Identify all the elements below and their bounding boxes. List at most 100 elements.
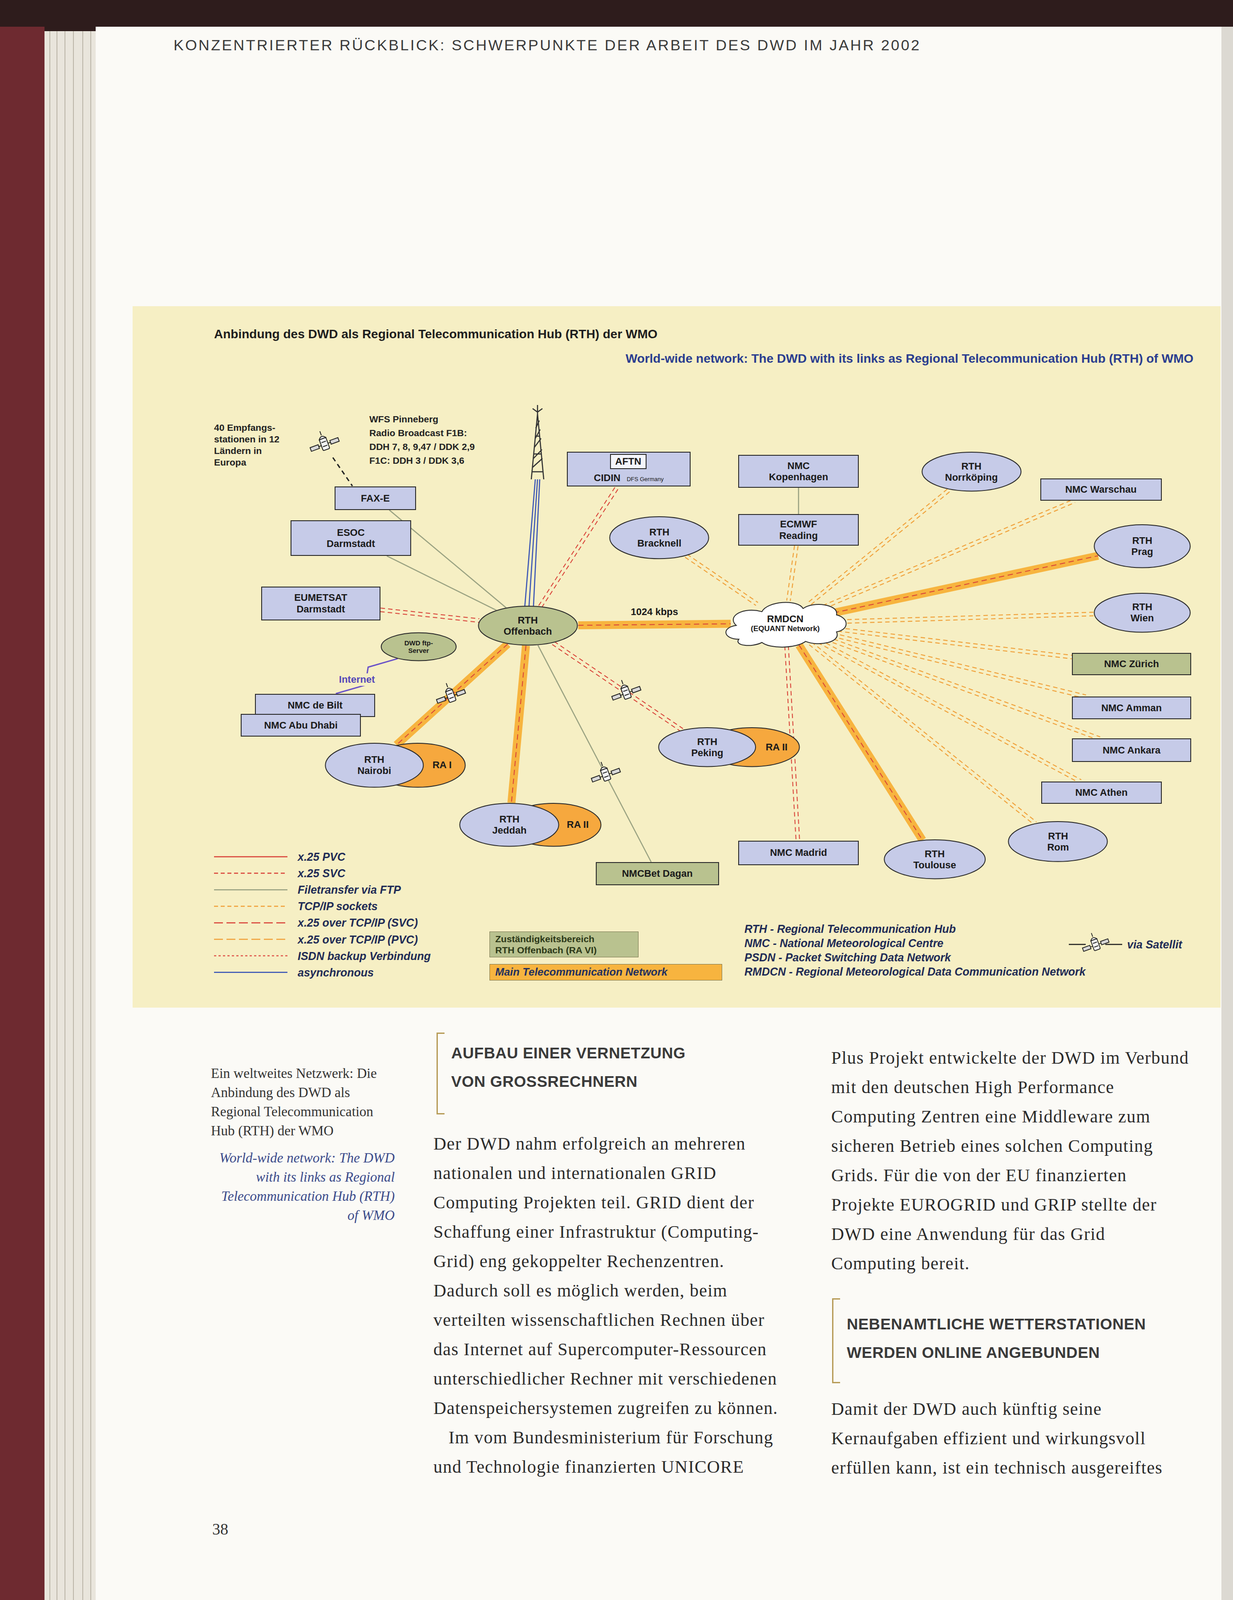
ellipse-shape xyxy=(921,452,1021,492)
node-text-group: DWD ftp-Server xyxy=(396,638,441,655)
station-box: ESOC Darmstadt xyxy=(290,520,411,556)
station-box: NMC Ankara xyxy=(1071,738,1192,762)
ellipse-shape xyxy=(1008,821,1108,862)
connector-line xyxy=(553,641,683,729)
legend-item: x.25 PVC xyxy=(297,849,346,864)
page-stack xyxy=(44,31,96,1600)
section-heading: NEBENAMTLICHE WETTERSTATIONEN WERDEN ONL… xyxy=(846,1309,1185,1367)
node-text-group: ECMWF Reading xyxy=(779,518,819,542)
station-box: FAX-E xyxy=(334,486,417,510)
node-text-group: RA II xyxy=(566,818,589,830)
section-heading: AUFBAU EINER VERNETZUNG VON GROSSRECHNER… xyxy=(451,1038,719,1096)
legend-text: TCP/IP sockets xyxy=(297,899,378,913)
node-label: ESOC Darmstadt xyxy=(326,526,376,550)
station-box: NMCBet Dagan xyxy=(595,861,720,886)
node-text-group: RA I xyxy=(432,759,452,771)
node-label: NMC Abu Dhabi xyxy=(263,719,338,731)
node-text-group: NMC Amman xyxy=(1101,702,1162,714)
node-text-group: NMC Ankara xyxy=(1102,744,1161,756)
node-text-group: CIDIN DFS Germany xyxy=(594,472,664,484)
station-box: NMC Athen xyxy=(1041,781,1162,804)
link-orange2 xyxy=(809,641,1037,825)
tower-lattice xyxy=(532,420,543,472)
text-column: AUFBAU EINER VERNETZUNG VON GROSSRECHNER… xyxy=(433,1032,788,1482)
node-label: NMC Madrid xyxy=(769,846,827,858)
connector-line xyxy=(386,555,497,611)
node-label: RA I xyxy=(432,759,452,771)
node-label: CIDIN xyxy=(594,472,621,484)
connector-line xyxy=(541,487,619,608)
legend-text: asynchronous xyxy=(297,965,374,979)
legend-item: ISDN backup Verbindung xyxy=(297,949,431,963)
node-text-group: NMC Kopenhagen xyxy=(768,460,829,483)
satellite-icon xyxy=(432,678,467,707)
node-label: RTH Bracknell xyxy=(636,526,682,550)
ellipse-shape xyxy=(478,606,578,646)
legend-text: Filetransfer via FTP xyxy=(297,882,401,897)
connector-line xyxy=(786,545,795,601)
station-box: NMC Amman xyxy=(1071,696,1192,719)
node-label: AFTN xyxy=(615,455,642,467)
node-text-group: RTH Offenbach xyxy=(503,614,553,638)
node-text-group: FAX-E xyxy=(360,492,390,504)
connector-line xyxy=(380,611,479,623)
node-label: NMC de Bilt xyxy=(287,699,343,711)
legend-item: x.25 SVC xyxy=(297,866,346,880)
connector-line xyxy=(825,639,1100,740)
connector-label: 1024 kbps xyxy=(628,605,681,619)
satellite-icon xyxy=(587,756,622,786)
legend-swatch: Zuständigkeitsbereich RTH Offenbach (RA … xyxy=(489,931,639,958)
link-orange2 xyxy=(685,553,759,606)
link-orange2 xyxy=(831,632,1086,699)
node-text-group: RTH Toulouse xyxy=(913,848,957,871)
station-box: NMC Abu Dhabi xyxy=(240,713,361,736)
link-orange2 xyxy=(817,639,1082,783)
connector-line xyxy=(817,642,1080,783)
connector-line xyxy=(811,641,1037,822)
diagram-title: Anbindung des DWD als Regional Telecommu… xyxy=(214,327,658,342)
abbreviation: RTH - Regional Telecommunication Hub xyxy=(744,921,956,936)
node-label: RMDCN xyxy=(767,613,804,625)
heading-bracket: NEBENAMTLICHE WETTERSTATIONEN WERDEN ONL… xyxy=(832,1297,1190,1383)
node-label: DFS Germany xyxy=(626,476,664,483)
legend-item: Zuständigkeitsbereich RTH Offenbach (RA … xyxy=(489,931,639,958)
connector-label: Internet xyxy=(336,673,378,686)
node-label: RA II xyxy=(765,741,788,753)
book-cover xyxy=(0,26,45,1600)
node-label: RTH Norrköping xyxy=(944,460,999,484)
legend-line-sample xyxy=(214,872,288,874)
hub-ellipse: RTH Offenbach xyxy=(477,605,579,646)
page-edges xyxy=(49,31,91,1600)
abbreviation: PSDN - Packet Switching Data Network xyxy=(744,950,951,964)
legend-line-sample xyxy=(214,938,288,940)
station-box: NMC Madrid xyxy=(738,840,859,866)
link-light xyxy=(335,658,398,694)
connector-line xyxy=(685,557,756,606)
node-text-group: NMCBet Dagan xyxy=(622,867,693,879)
legend-item: via Satellit xyxy=(1127,937,1183,951)
connector-line xyxy=(839,615,1094,624)
legend-line-sample xyxy=(214,856,288,858)
legend-swatch: Main Telecommunication Network xyxy=(489,963,723,981)
link-orange2 xyxy=(825,636,1100,740)
tower-frame xyxy=(531,413,544,480)
node-text-group: RTH Bracknell xyxy=(636,526,682,550)
network-cloud: RMDCN(EQUANT Network) xyxy=(720,596,850,650)
node-text-group: NMC Zürich xyxy=(1103,658,1159,670)
link-orange2 xyxy=(839,612,1094,624)
link-band xyxy=(799,644,923,840)
hub-ellipse: RTH Nairobi xyxy=(324,742,425,788)
body-paragraph: Im vom Bundesministerium für Forschung u… xyxy=(433,1422,788,1482)
legend-item: TCP/IP sockets xyxy=(297,899,378,913)
node-text-group: RTH Prag xyxy=(1131,534,1154,558)
connector-line xyxy=(797,487,800,515)
node-label: (EQUANT Network) xyxy=(750,624,820,634)
legend-text: Zuständigkeitsbereich RTH Offenbach (RA … xyxy=(495,933,611,956)
node-text-group: ESOC Darmstadt xyxy=(326,526,376,550)
node-label: RTH Offenbach xyxy=(503,614,553,638)
heading-bracket: AUFBAU EINER VERNETZUNG VON GROSSRECHNER… xyxy=(436,1032,788,1115)
hub-ellipse: RTH Norrköping xyxy=(921,451,1023,492)
hub-ellipse: DWD ftp-Server xyxy=(380,632,457,661)
